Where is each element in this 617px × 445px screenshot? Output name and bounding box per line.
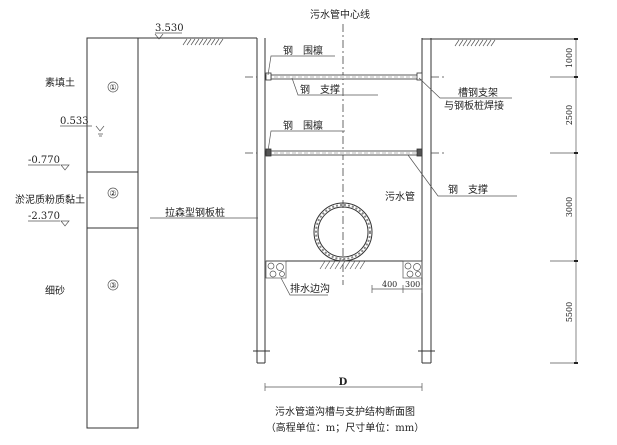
dim-2500: 2500	[565, 105, 574, 125]
label-drain-ditch: 排水边沟	[290, 282, 330, 295]
soil-layer-1	[86, 37, 139, 173]
soil-layer-1-number: ①	[109, 83, 116, 92]
sheet-pile-right	[418, 38, 435, 364]
label-bracket-line2: 与钢板桩焊接	[444, 99, 504, 112]
diagram-subtitle: （高程单位：m；尺寸单位：mm）	[266, 421, 424, 434]
label-waling-bottom: 钢 围檩	[283, 119, 323, 132]
soil-layer-3-number: ③	[109, 281, 116, 290]
label-sewer-pipe: 污水管	[385, 190, 415, 203]
dim-ditch-width: 300	[405, 280, 420, 289]
elevation-layer-1-bottom: -0.770	[28, 155, 60, 166]
sheet-pile-left	[253, 38, 270, 364]
elevation-ground: 3.530	[155, 23, 184, 34]
soil-layer-2	[86, 171, 139, 229]
soil-layer-2-name: 淤泥质粉质黏土	[15, 193, 85, 206]
vertical-dimensions: 1000 2500 3000 5500	[550, 38, 578, 364]
soil-layer-3-name: 细砂	[45, 284, 65, 297]
soil-layer-1-name: 素填土	[45, 76, 75, 89]
dim-ditch-offset: 400	[382, 280, 397, 289]
label-bracket-line1: 槽钢支架	[458, 86, 498, 99]
dim-3000: 3000	[565, 197, 574, 217]
dim-5500: 5500	[565, 302, 574, 322]
elevation-layer-2-bottom: -2.370	[28, 211, 60, 222]
elevation-water: 0.533	[60, 116, 89, 127]
soil-layer-3	[86, 227, 139, 429]
drain-ditch-left	[265, 260, 287, 279]
drain-ditch-right	[402, 260, 423, 279]
steel-strut-bottom	[265, 148, 423, 157]
label-strut-bottom: 钢 支撑	[448, 183, 488, 196]
diagram-title: 污水管道沟槽与支护结构断面图	[275, 405, 415, 418]
soil-column: ① ② ③	[86, 37, 139, 429]
label-waling-top: 钢 围檩	[283, 44, 323, 57]
dim-width-label: D	[339, 377, 348, 388]
dim-1000: 1000	[565, 48, 574, 68]
label-strut-top: 钢 支撑	[300, 83, 340, 96]
centerline-label: 污水管中心线	[310, 8, 370, 21]
steel-strut-top	[265, 72, 423, 81]
label-sheet-pile: 拉森型钢板桩	[165, 206, 225, 219]
soil-layer-2-number: ②	[109, 189, 116, 198]
